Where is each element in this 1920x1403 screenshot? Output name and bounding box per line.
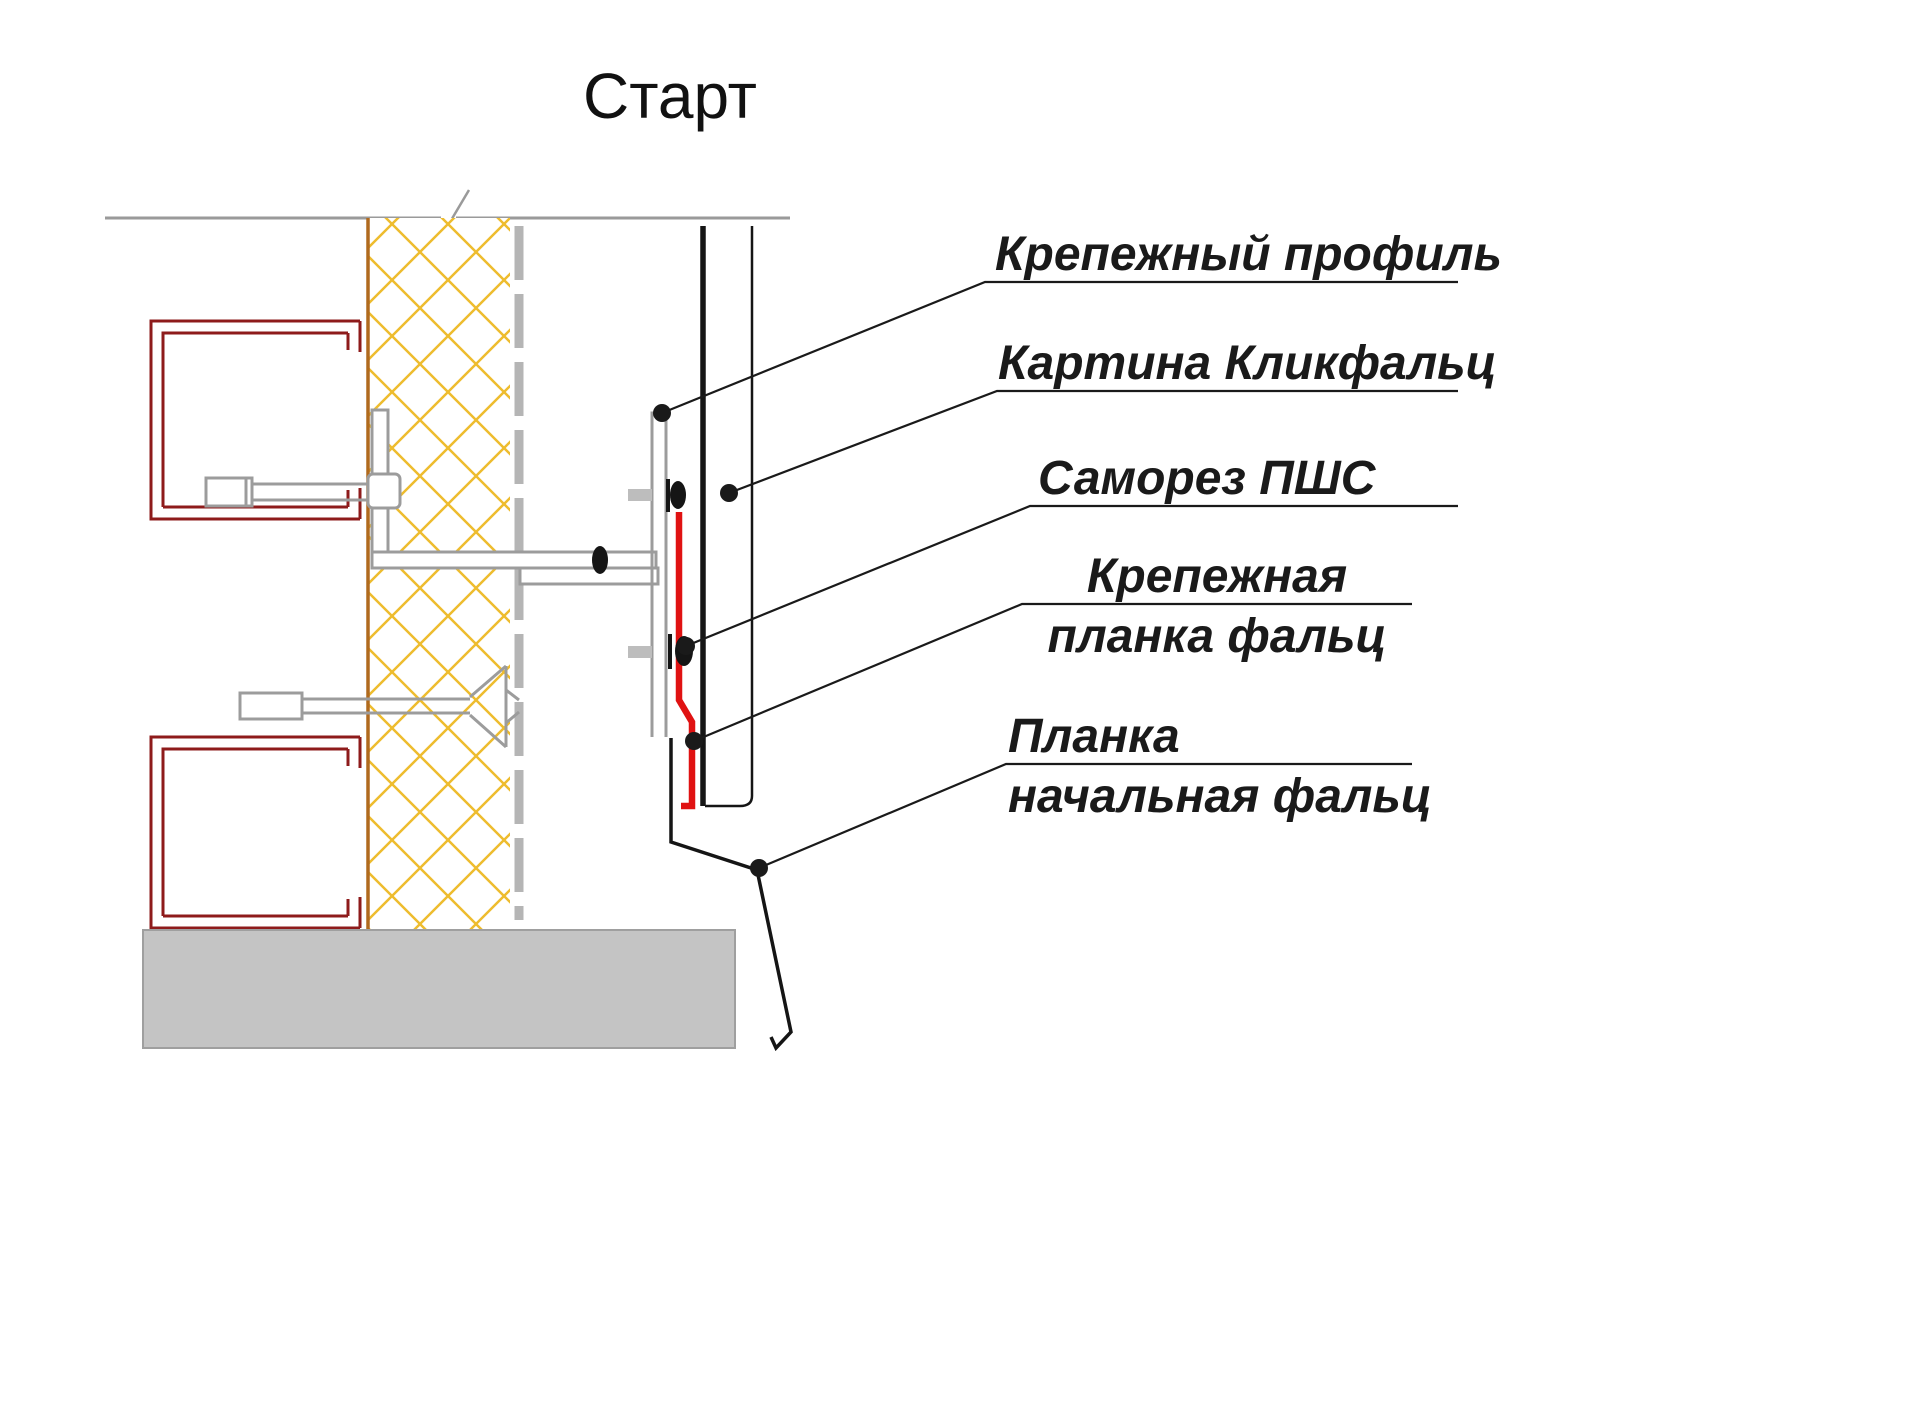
label-panel: Картина Кликфальц [998, 337, 1497, 390]
wall-girt-bottom [149, 735, 362, 930]
leader-screw [677, 504, 1458, 655]
bracket-nut [366, 472, 402, 510]
bracket-rivet [592, 546, 608, 574]
leader-starting-strip [750, 762, 1412, 877]
screw-top [628, 479, 686, 512]
label-starting-strip-line1: Планка [1008, 710, 1180, 763]
leader-fastening-strip [685, 602, 1412, 750]
bracket-arm-upper [370, 550, 658, 570]
label-fastening-strip-line1: Крепежная [1087, 550, 1347, 603]
leader-fastening-profile [653, 280, 1458, 422]
clamp-strip-part [675, 512, 696, 810]
label-fastening-profile: Крепежный профиль [995, 228, 1502, 281]
labels: Крепежный профиль Картина Кликфальц Само… [995, 228, 1502, 823]
bracket-arm-lower [518, 566, 660, 586]
anchor-bolt [204, 476, 372, 508]
clickfalz-panel-part [700, 226, 754, 808]
wall-bracket [366, 408, 660, 586]
starting-strip-part [669, 738, 793, 1052]
leaders [653, 280, 1458, 877]
label-starting-strip-line2: начальная фальц [1008, 770, 1432, 823]
insulation-anchor [238, 664, 520, 749]
foundation-block [142, 929, 736, 1049]
label-screw: Саморез ПШС [1038, 452, 1377, 505]
wall-girt-top [149, 319, 362, 521]
insulation-layer [366, 218, 510, 930]
leader-panel [720, 389, 1458, 502]
diagram-title: Старт [583, 60, 757, 132]
wall-framing [149, 319, 362, 930]
label-fastening-strip-line2: планка фальц [1048, 610, 1387, 663]
